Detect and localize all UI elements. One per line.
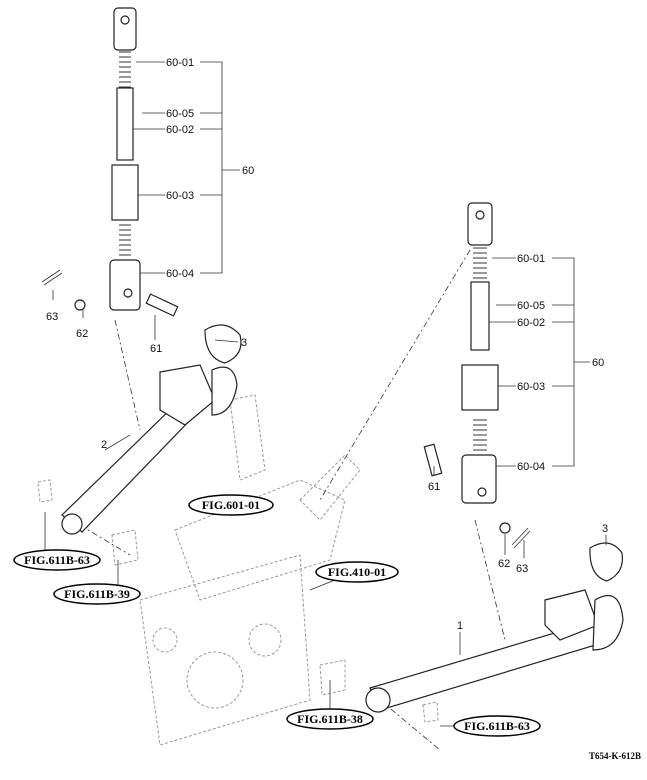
fig-ref-611b-38[interactable]: FIG.611B-38: [286, 708, 374, 730]
callout-left-3: 3: [241, 337, 247, 349]
callout-right-60-02: 60-02: [517, 317, 545, 329]
svg-text:FIG.611B-63: FIG.611B-63: [464, 719, 530, 733]
callout-left-60-04: 60-04: [166, 268, 194, 280]
right-top-link: [423, 202, 624, 582]
right-lower-link: [365, 589, 624, 713]
fig-ref-611b-63-right[interactable]: FIG.611B-63: [453, 715, 541, 737]
callout-right-63: 63: [516, 563, 528, 575]
callout-right-1: 1: [457, 620, 463, 632]
fig-ref-611b-63-left[interactable]: FIG.611B-63: [13, 549, 101, 571]
callout-right-3: 3: [602, 523, 608, 535]
callout-left-60-01: 60-01: [166, 57, 194, 69]
callout-left-61: 61: [150, 343, 162, 355]
svg-text:FIG.601-01: FIG.601-01: [202, 498, 260, 512]
callout-right-60-04: 60-04: [517, 461, 545, 473]
callout-right-60: 60: [592, 357, 604, 369]
svg-text:FIG.611B-39: FIG.611B-39: [64, 587, 130, 601]
svg-text:FIG.611B-38: FIG.611B-38: [297, 712, 363, 726]
svg-text:FIG.410-01: FIG.410-01: [328, 565, 386, 579]
callout-left-60-03: 60-03: [166, 190, 194, 202]
callout-right-61: 61: [428, 481, 440, 493]
callout-left-60-05: 60-05: [166, 108, 194, 120]
callout-left-2: 2: [101, 439, 107, 451]
callout-right-60-05: 60-05: [517, 300, 545, 312]
tractor-housing-ghost: [37, 394, 439, 746]
svg-text:FIG.611B-63: FIG.611B-63: [24, 553, 90, 567]
callout-left-62: 62: [76, 328, 88, 340]
callout-right-60-03: 60-03: [517, 381, 545, 393]
left-lower-link: [61, 364, 238, 535]
left-top-link: [41, 7, 242, 364]
fig-ref-410-01[interactable]: FIG.410-01: [315, 561, 399, 583]
callout-left-60: 60: [242, 165, 254, 177]
callout-right-62: 62: [498, 558, 510, 570]
fig-ref-611b-39[interactable]: FIG.611B-39: [53, 583, 141, 605]
callout-right-60-01: 60-01: [517, 253, 545, 265]
drawing-code: T654-K-612B: [589, 751, 641, 761]
callout-left-63: 63: [46, 311, 58, 323]
fig-ref-601-01[interactable]: FIG.601-01: [188, 494, 274, 516]
callout-left-60-02: 60-02: [166, 124, 194, 136]
